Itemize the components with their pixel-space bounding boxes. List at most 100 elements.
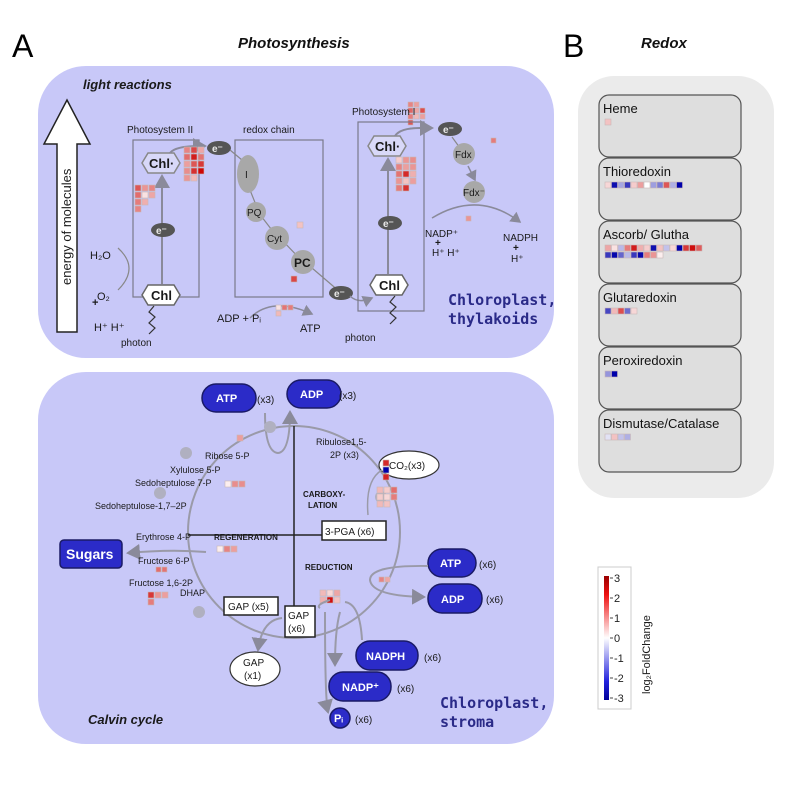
heatmap-cell[interactable]	[637, 181, 644, 189]
heatmap-cell[interactable]	[382, 466, 390, 474]
heatmap-cell[interactable]	[409, 170, 417, 178]
heatmap-cell[interactable]	[275, 310, 282, 317]
heatmap-cell[interactable]	[604, 370, 612, 378]
heatmap-cell[interactable]	[413, 101, 420, 108]
heatmap-cell[interactable]	[490, 137, 497, 144]
heatmap-cell[interactable]	[611, 307, 618, 315]
heatmap-cell[interactable]	[190, 153, 198, 161]
heatmap-cell[interactable]	[148, 184, 156, 192]
redox-group-box[interactable]	[598, 283, 742, 347]
heatmap-cell[interactable]	[643, 244, 651, 252]
heatmap-cell[interactable]	[183, 146, 191, 154]
heatmap-cell[interactable]	[223, 545, 231, 553]
heatmap-cell[interactable]	[637, 244, 644, 252]
heatmap-cell[interactable]	[402, 184, 410, 192]
heatmap-cell[interactable]	[624, 307, 631, 315]
heatmap-cell[interactable]	[604, 251, 612, 259]
heatmap-cell[interactable]	[409, 163, 417, 171]
ferredoxin-reduced[interactable]	[463, 181, 485, 203]
heatmap-cell[interactable]	[402, 163, 410, 171]
chl-psii[interactable]	[141, 284, 181, 306]
heatmap-cell[interactable]	[216, 545, 224, 553]
heatmap-cell[interactable]	[611, 244, 618, 252]
heatmap-cell[interactable]	[134, 198, 142, 206]
heatmap-cell[interactable]	[465, 215, 472, 222]
heatmap-cell[interactable]	[419, 113, 426, 120]
heatmap-cell[interactable]	[183, 174, 191, 182]
heatmap-cell[interactable]	[147, 591, 155, 599]
plastoquinone[interactable]	[246, 202, 266, 222]
heatmap-cell[interactable]	[197, 167, 205, 175]
heatmap-cell[interactable]	[656, 251, 664, 259]
heatmap-cell[interactable]	[161, 591, 169, 599]
heatmap-cell[interactable]	[395, 184, 403, 192]
pi-node[interactable]	[329, 707, 351, 729]
heatmap-cell[interactable]	[682, 244, 690, 252]
heatmap-cell[interactable]	[141, 191, 149, 199]
atp-right-node[interactable]	[427, 548, 477, 578]
heatmap-cell[interactable]	[382, 473, 390, 481]
redox-group-box[interactable]	[598, 220, 742, 284]
heatmap-cell[interactable]	[230, 545, 238, 553]
heatmap-cell[interactable]	[409, 177, 417, 185]
heatmap-cell[interactable]	[326, 589, 334, 597]
heatmap-cell[interactable]	[147, 598, 155, 606]
heatmap-cell[interactable]	[611, 251, 618, 259]
heatmap-cell[interactable]	[656, 181, 664, 189]
heatmap-cell[interactable]	[695, 244, 703, 252]
chl-excited-psi[interactable]	[367, 135, 407, 157]
heatmap-cell[interactable]	[395, 163, 403, 171]
heatmap-cell[interactable]	[183, 160, 191, 168]
heatmap-cell[interactable]	[390, 493, 398, 501]
chl-psi[interactable]	[369, 274, 409, 296]
heatmap-cell[interactable]	[134, 184, 142, 192]
heatmap-cell[interactable]	[395, 170, 403, 178]
heatmap-cell[interactable]	[275, 304, 282, 311]
heatmap-cell[interactable]	[287, 304, 294, 311]
redox-group-box[interactable]	[598, 346, 742, 410]
heatmap-cell[interactable]	[604, 181, 612, 189]
adp-top-node[interactable]	[286, 379, 342, 409]
heatmap-cell[interactable]	[382, 459, 390, 467]
heatmap-cell[interactable]	[148, 191, 156, 199]
heatmap-cell[interactable]	[134, 191, 142, 199]
redox-group-box[interactable]	[598, 157, 742, 221]
heatmap-cell[interactable]	[236, 434, 244, 442]
heatmap-cell[interactable]	[643, 181, 651, 189]
heatmap-cell[interactable]	[617, 251, 625, 259]
nadp-node[interactable]	[328, 671, 392, 702]
heatmap-cell[interactable]	[413, 113, 420, 120]
heatmap-cell[interactable]	[296, 221, 304, 229]
heatmap-cell[interactable]	[376, 493, 384, 501]
heatmap-cell[interactable]	[383, 486, 391, 494]
heatmap-cell[interactable]	[604, 433, 612, 441]
complex-i[interactable]	[237, 155, 259, 193]
plastocyanin[interactable]	[291, 250, 315, 274]
heatmap-cell[interactable]	[134, 205, 142, 213]
heatmap-cell[interactable]	[630, 307, 638, 315]
heatmap-cell[interactable]	[407, 101, 414, 108]
heatmap-cell[interactable]	[630, 244, 638, 252]
heatmap-cell[interactable]	[663, 181, 670, 189]
heatmap-cell[interactable]	[669, 181, 677, 189]
heatmap-cell[interactable]	[197, 160, 205, 168]
heatmap-cell[interactable]	[407, 107, 414, 114]
heatmap-cell[interactable]	[333, 589, 341, 597]
heatmap-cell[interactable]	[390, 486, 398, 494]
heatmap-cell[interactable]	[319, 589, 327, 597]
heatmap-cell[interactable]	[689, 244, 696, 252]
heatmap-cell[interactable]	[617, 433, 625, 441]
heatmap-cell[interactable]	[611, 370, 618, 378]
heatmap-cell[interactable]	[624, 251, 631, 259]
heatmap-cell[interactable]	[617, 307, 625, 315]
heatmap-cell[interactable]	[384, 576, 391, 583]
heatmap-cell[interactable]	[630, 181, 638, 189]
heatmap-cell[interactable]	[238, 480, 246, 488]
heatmap-cell[interactable]	[376, 486, 384, 494]
heatmap-cell[interactable]	[624, 181, 631, 189]
heatmap-cell[interactable]	[190, 167, 198, 175]
heatmap-cell[interactable]	[378, 576, 385, 583]
heatmap-cell[interactable]	[624, 433, 631, 441]
heatmap-cell[interactable]	[190, 174, 198, 182]
redox-group-box[interactable]	[598, 409, 742, 473]
